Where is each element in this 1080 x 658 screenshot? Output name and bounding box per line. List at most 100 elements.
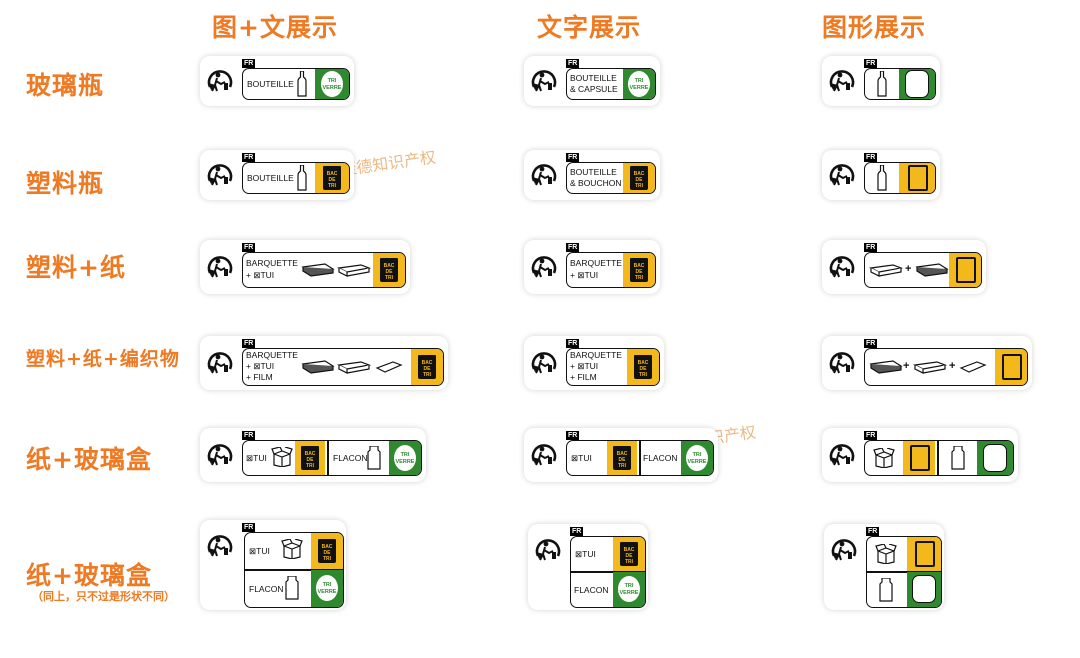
label-flacon: FLACON (643, 453, 678, 463)
separator (571, 571, 645, 573)
label-etui: + ⊠TUI (246, 270, 275, 280)
jar-icon (951, 446, 965, 470)
separator (937, 441, 939, 475)
glass-bank-icon (983, 444, 1007, 472)
triman-icon (826, 159, 858, 191)
label-etui: ⊠TUI (249, 546, 270, 556)
bottle-icon (877, 165, 887, 191)
sort-bin-block (907, 537, 941, 571)
triman-logo-plastic-paper-graphic: FR + (822, 240, 986, 294)
fr-badge: FR (242, 523, 256, 532)
label-barquette: BARQUETTE (570, 258, 622, 268)
separator (327, 441, 329, 475)
fr-badge: FR (242, 243, 256, 252)
triman-icon (528, 159, 560, 191)
triman-logo-plastic-bottle-graphic: FR (822, 150, 940, 200)
glass-sort-block (907, 572, 941, 607)
tray-icon (301, 263, 335, 277)
glass-sort-block (977, 441, 1013, 475)
recycle-bin-icon (1002, 354, 1022, 380)
box-icon (337, 360, 371, 374)
info-band (864, 440, 1014, 476)
fr-badge: FR (864, 243, 878, 252)
triman-icon (204, 251, 236, 283)
recycle-bin-icon (910, 445, 930, 471)
fr-badge: FR (866, 527, 880, 536)
label-etui: + ⊠TUI (246, 361, 275, 371)
fr-badge: FR (566, 153, 580, 162)
recycle-bin-icon (908, 165, 928, 191)
fr-badge: FR (566, 339, 580, 348)
glass-bank-icon (912, 575, 936, 603)
sort-bin-block (995, 349, 1027, 385)
fr-badge: FR (566, 59, 580, 68)
triman-logo-plastic-paper-film-graphic: FR + + (822, 336, 1032, 390)
bottle-icon (297, 71, 307, 97)
triman-icon (204, 159, 236, 191)
label-bouteille: BOUTEILLE (247, 173, 294, 183)
glass-sort-block (899, 69, 935, 99)
row-note: （同上，只不过是形状不同） (32, 590, 175, 603)
label-etui: ⊠TUI (246, 453, 267, 463)
sort-bin-block (903, 441, 935, 475)
fr-badge: FR (566, 243, 580, 252)
tray-icon (915, 263, 949, 277)
bottle-icon (297, 165, 307, 191)
row-label-plastic-paper: 塑料+纸 (26, 253, 126, 282)
fr-badge: FR (864, 153, 878, 162)
row-label-plastic-bottle: 塑料瓶 (26, 169, 105, 198)
jar-icon (879, 578, 893, 602)
label-film: + FILM (570, 372, 597, 382)
label-flacon: FLACON (574, 585, 609, 595)
box-icon (913, 360, 947, 374)
jar-icon (285, 576, 299, 600)
label-bouchon: & BOUCHON (570, 178, 622, 188)
column-header-graphic-only: 图形展示 (822, 13, 927, 42)
recycle-bin-icon (915, 541, 935, 567)
bottle-icon (877, 71, 887, 97)
row-label-paper-glass-box: 纸+玻璃盒 (26, 445, 152, 474)
label-flacon: FLACON (249, 584, 284, 594)
label-flacon: FLACON (333, 453, 368, 463)
triman-icon (204, 347, 236, 379)
fr-badge: FR (242, 59, 256, 68)
triman-icon (528, 251, 560, 283)
label-bouteille: BOUTEILLE (570, 167, 617, 177)
film-icon (959, 360, 987, 374)
label-barquette: BARQUETTE (246, 350, 298, 360)
film-icon (375, 360, 403, 374)
triman-icon (826, 347, 858, 379)
info-band: + + (864, 348, 1028, 386)
tray-icon (869, 360, 903, 374)
